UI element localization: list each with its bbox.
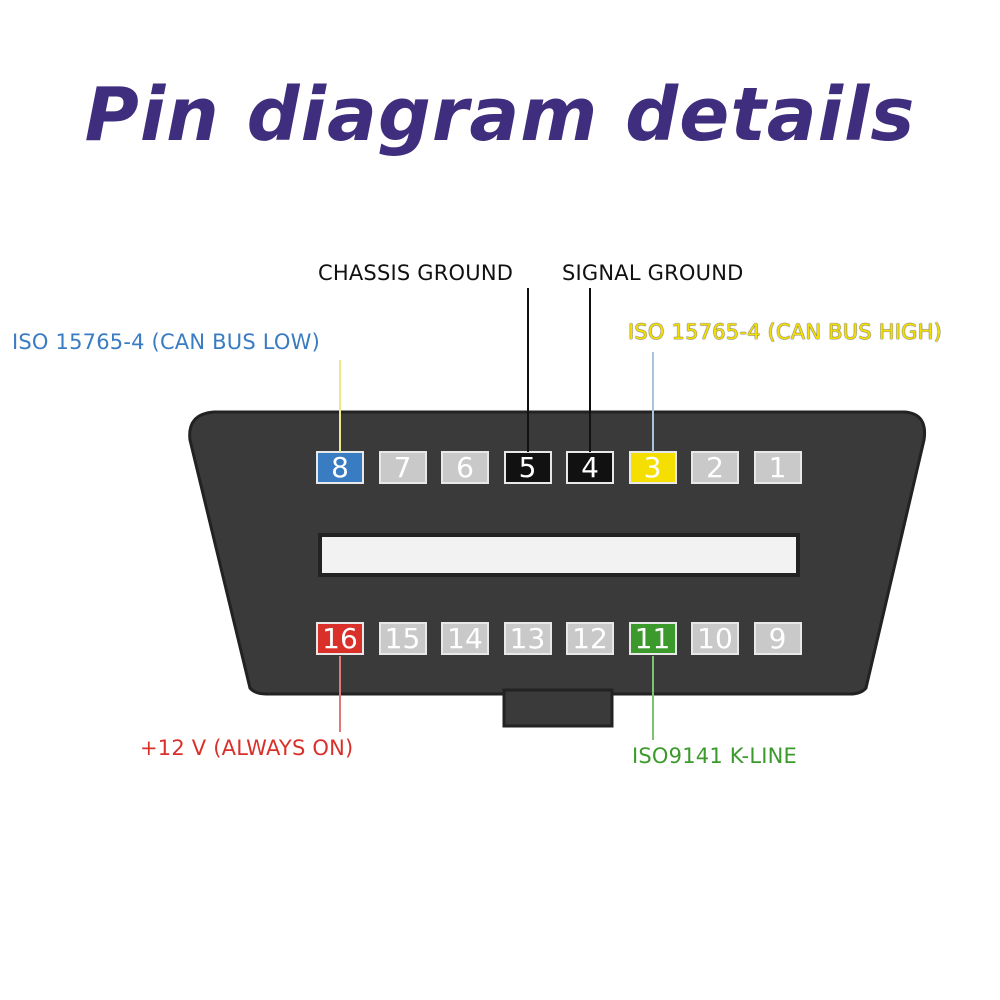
- pin-16: 16: [316, 622, 364, 655]
- label-pin4: SIGNAL GROUND: [562, 261, 744, 285]
- pin-15: 15: [378, 622, 427, 655]
- pin-9: 9: [753, 622, 802, 655]
- connector-key-tab: [502, 688, 614, 728]
- pin-8: 8: [316, 451, 364, 484]
- connector-center-slot: [318, 533, 800, 577]
- pin-13: 13: [503, 622, 552, 655]
- pin-5: 5: [503, 451, 552, 484]
- pin-10: 10: [691, 622, 739, 655]
- pin-3: 3: [628, 451, 677, 484]
- label-pin16: +12 V (ALWAYS ON): [140, 736, 354, 760]
- label-pin5: CHASSIS GROUND: [318, 261, 514, 285]
- leader-line-pin16: [339, 656, 341, 732]
- label-pin11: ISO9141 K-LINE: [632, 744, 797, 768]
- leader-line-pin8: [339, 360, 341, 452]
- pin-11: 11: [628, 622, 677, 655]
- pin-1: 1: [753, 451, 802, 484]
- leader-line-pin4: [589, 288, 591, 452]
- label-pin8: ISO 15765-4 (CAN BUS LOW): [12, 330, 320, 354]
- label-pin3: ISO 15765-4 (CAN BUS HIGH): [628, 320, 942, 344]
- pin-6: 6: [441, 451, 489, 484]
- leader-line-pin5: [527, 288, 529, 452]
- leader-line-pin11: [652, 656, 654, 740]
- leader-line-pin3: [652, 352, 654, 452]
- page-title: Pin diagram details: [84, 72, 916, 158]
- pin-2: 2: [691, 451, 739, 484]
- pin-7: 7: [378, 451, 427, 484]
- pin-4: 4: [566, 451, 614, 484]
- pin-14: 14: [441, 622, 489, 655]
- pin-12: 12: [566, 622, 614, 655]
